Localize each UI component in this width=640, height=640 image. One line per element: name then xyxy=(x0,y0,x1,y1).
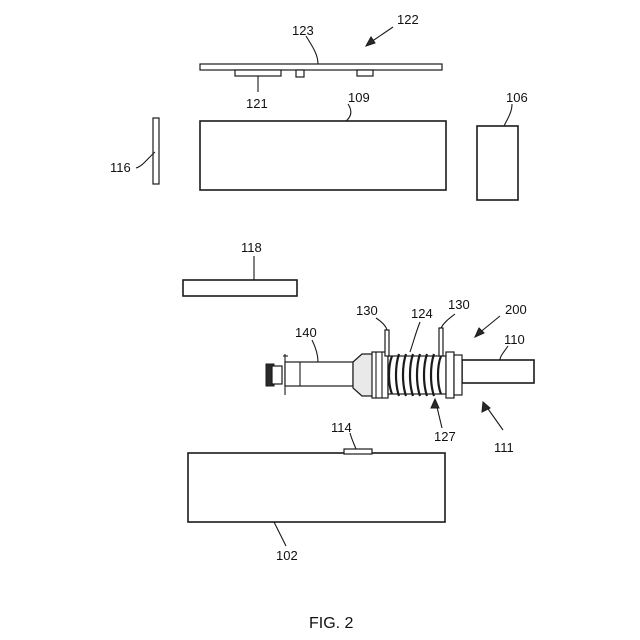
tab-121 xyxy=(235,70,281,76)
leader-102 xyxy=(274,522,286,546)
label-121: 121 xyxy=(246,96,268,111)
leader-123 xyxy=(306,36,318,64)
label-200: 200 xyxy=(505,302,527,317)
label-102: 102 xyxy=(276,548,298,563)
arrow-111 xyxy=(486,406,503,430)
figure-caption: FIG. 2 xyxy=(309,615,354,632)
contact-130b xyxy=(439,328,443,356)
label-116: 116 xyxy=(110,160,131,175)
label-110: 110 xyxy=(504,332,525,347)
leader-110 xyxy=(500,346,508,360)
contact-130a xyxy=(385,330,389,356)
leader-124 xyxy=(410,322,420,352)
leader-109 xyxy=(346,104,351,121)
body-140 xyxy=(285,362,353,386)
pad-114 xyxy=(344,449,372,454)
label-122: 122 xyxy=(397,12,419,27)
leader-130b xyxy=(441,314,455,328)
label-106: 106 xyxy=(506,90,528,105)
label-130a: 130 xyxy=(356,303,378,318)
bar-118 xyxy=(183,280,297,296)
shaft-110 xyxy=(462,360,534,383)
plate-123 xyxy=(200,64,442,77)
label-127: 127 xyxy=(434,429,456,444)
label-123: 123 xyxy=(292,23,314,38)
label-130b: 130 xyxy=(448,297,470,312)
box-106 xyxy=(477,126,518,200)
label-114: 114 xyxy=(331,420,352,435)
leader-106 xyxy=(504,104,512,126)
label-124: 124 xyxy=(411,306,433,321)
base-102 xyxy=(188,453,445,522)
leader-114 xyxy=(350,433,356,449)
leader-130a xyxy=(376,318,387,330)
label-140: 140 xyxy=(295,325,317,340)
leader-116 xyxy=(136,152,155,168)
label-118: 118 xyxy=(241,240,262,255)
block-109 xyxy=(200,121,446,190)
leader-140 xyxy=(312,340,318,362)
label-109: 109 xyxy=(348,90,370,105)
strip-116 xyxy=(153,118,159,184)
label-111: 111 xyxy=(494,440,514,455)
